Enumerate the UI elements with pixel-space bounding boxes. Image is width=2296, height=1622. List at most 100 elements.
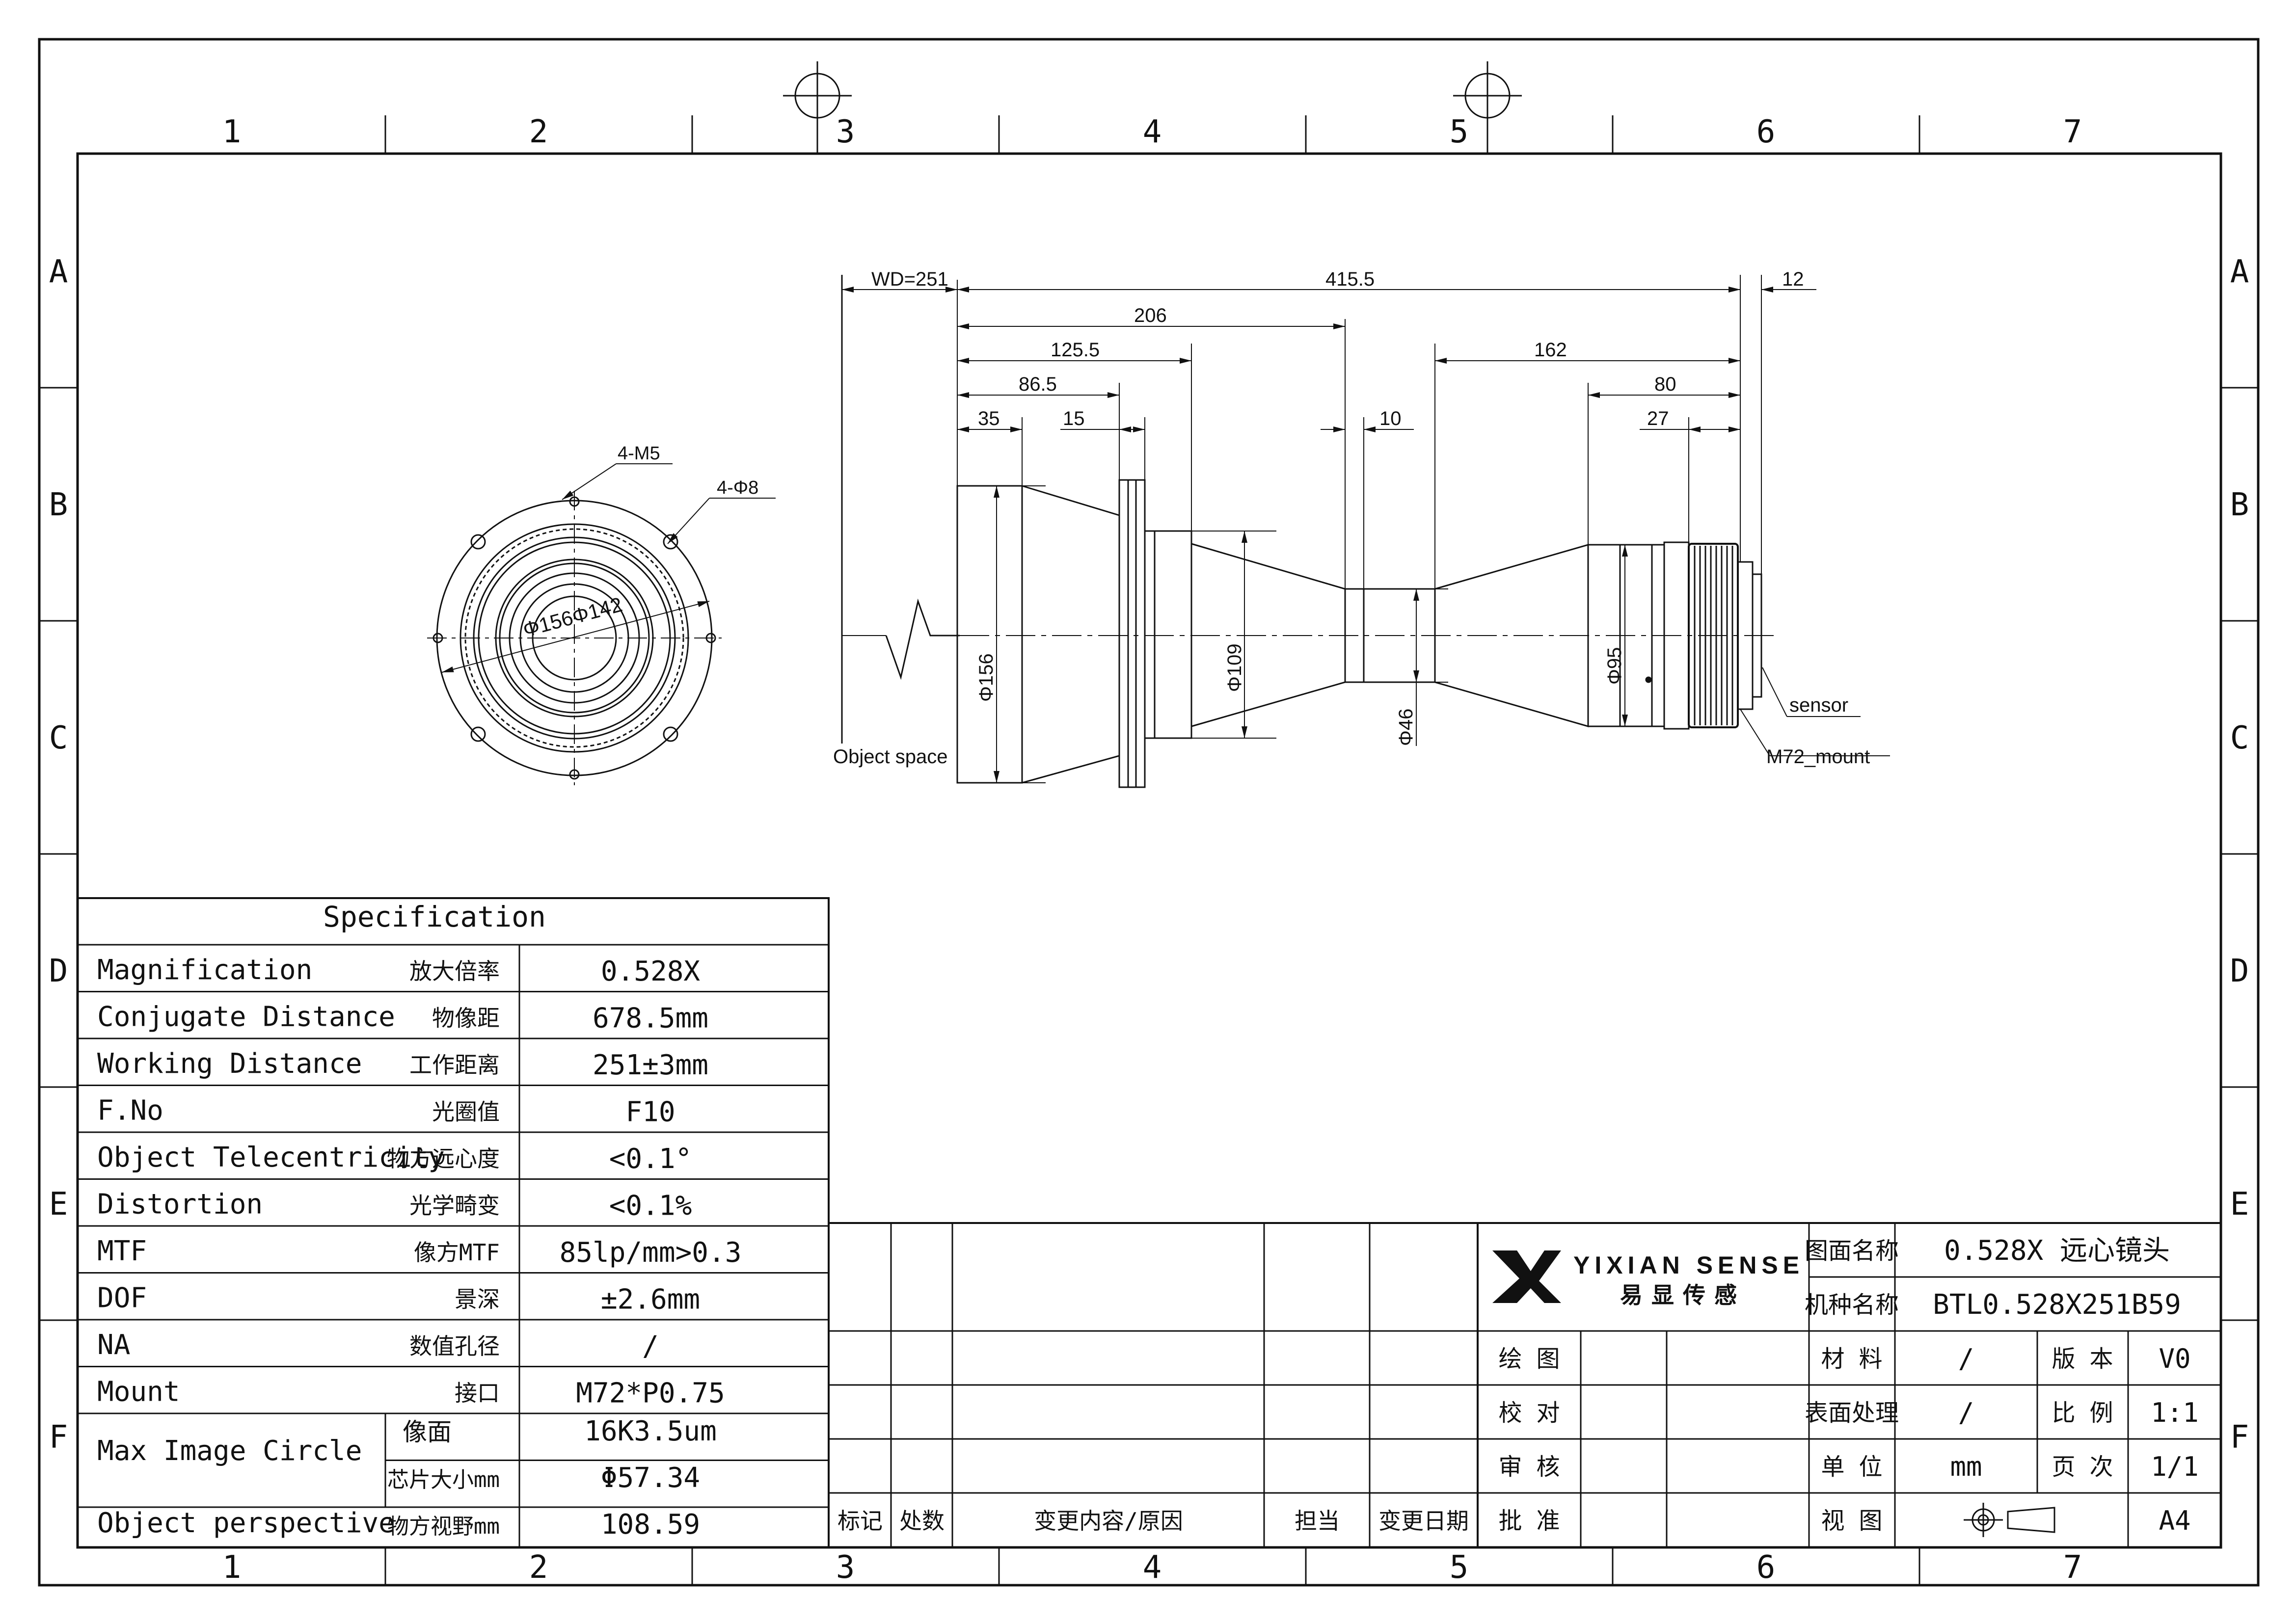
front-m5-label: 4-M5 bbox=[618, 443, 660, 464]
spec-label-cn: 物方远心度 bbox=[387, 1145, 500, 1172]
row-label: E bbox=[49, 1186, 68, 1223]
unit-label: 单 位 bbox=[1821, 1453, 1883, 1481]
spec-max-circle-cn2: 芯片大小mm bbox=[387, 1467, 500, 1492]
column-label: 6 bbox=[1756, 1549, 1776, 1586]
drawing-name: 0.528X 远心镜头 bbox=[1944, 1235, 2170, 1267]
centering-mark bbox=[783, 61, 1522, 154]
row-label: F bbox=[2230, 1419, 2249, 1456]
dim-27: 27 bbox=[1647, 408, 1669, 429]
row-label: D bbox=[49, 953, 68, 989]
spec-label-cn: 光学畸变 bbox=[409, 1193, 500, 1219]
material-value: / bbox=[1958, 1343, 1974, 1374]
spec-label-cn: 物像距 bbox=[432, 1005, 500, 1032]
revision-header: 担当 bbox=[1295, 1508, 1340, 1534]
dim-total-length: 415.5 bbox=[1325, 268, 1375, 290]
column-label: 7 bbox=[2063, 1549, 2082, 1586]
spec-title: Specification bbox=[323, 900, 546, 933]
spec-perspective-label: Object perspective bbox=[97, 1507, 395, 1539]
surface-label: 表面处理 bbox=[1805, 1399, 1899, 1427]
spec-label-cn: 接口 bbox=[455, 1380, 500, 1407]
page-value: 1/1 bbox=[2151, 1451, 2199, 1482]
column-label: 3 bbox=[836, 114, 855, 150]
spec-value: 0.528X bbox=[601, 956, 701, 987]
revision-header: 处数 bbox=[899, 1508, 945, 1534]
sign-label: 审 核 bbox=[1499, 1453, 1560, 1481]
spec-label-cn: 像方MTF bbox=[414, 1239, 500, 1266]
focus-ring-knurl bbox=[1694, 546, 1733, 725]
dim-10: 10 bbox=[1379, 408, 1402, 429]
front-phi8-label: 4-Φ8 bbox=[717, 478, 758, 498]
column-label: 4 bbox=[1143, 1549, 1162, 1586]
surface-value: / bbox=[1958, 1397, 1974, 1428]
unit-value: mm bbox=[1950, 1451, 1982, 1482]
dim-125-5: 125.5 bbox=[1051, 339, 1100, 361]
spec-max-circle-cn1: 像面 bbox=[403, 1418, 452, 1446]
spec-value: 85lp/mm>0.3 bbox=[560, 1237, 742, 1269]
row-label: A bbox=[49, 254, 68, 290]
spec-value: 251±3mm bbox=[593, 1049, 708, 1081]
spec-label: Object Telecentricity bbox=[97, 1142, 445, 1173]
revision-table bbox=[829, 1222, 1478, 1547]
spec-value: ±2.6mm bbox=[601, 1284, 700, 1316]
model-label: 机种名称 bbox=[1805, 1291, 1899, 1319]
spec-label-cn: 景深 bbox=[455, 1286, 500, 1313]
dim-15: 15 bbox=[1063, 408, 1085, 429]
dim-162: 162 bbox=[1534, 339, 1567, 361]
dim-dia-156: Φ156 bbox=[975, 653, 997, 702]
revision-header: 标记 bbox=[837, 1508, 883, 1534]
company-logo: YIXIAN SENSE 易显传感 bbox=[1492, 1250, 1804, 1308]
scale-value: 1:1 bbox=[2151, 1397, 2199, 1428]
drawing-name-label: 图面名称 bbox=[1805, 1237, 1899, 1265]
model-name: BTL0.528X251B59 bbox=[1933, 1289, 2181, 1321]
side-view-dimensions: WD=251 415.5 12 206 125.5 86.5 35 15 10 … bbox=[833, 268, 1870, 768]
row-label: C bbox=[2230, 720, 2249, 756]
spec-label: Conjugate Distance bbox=[97, 1001, 395, 1033]
spec-max-circle-label: Max Image Circle bbox=[97, 1435, 362, 1467]
row-label: B bbox=[2230, 487, 2249, 523]
sign-label: 绘 图 bbox=[1499, 1345, 1560, 1373]
spec-value: <0.1° bbox=[609, 1143, 692, 1175]
sign-label: 校 对 bbox=[1499, 1399, 1560, 1427]
column-label: 4 bbox=[1143, 114, 1162, 150]
dim-86-5: 86.5 bbox=[1019, 373, 1057, 395]
dim-working-distance: WD=251 bbox=[871, 268, 948, 290]
spec-perspective-val: 108.59 bbox=[601, 1509, 700, 1541]
spec-max-circle-val2: Φ57.34 bbox=[601, 1462, 700, 1494]
object-space-label: Object space bbox=[833, 746, 947, 768]
spec-value: 678.5mm bbox=[593, 1003, 708, 1035]
projection-symbol-icon bbox=[1964, 1503, 2055, 1537]
spec-label: Working Distance bbox=[97, 1048, 362, 1080]
column-label: 7 bbox=[2063, 114, 2082, 150]
revision-headers: 标记处数变更内容/原因担当变更日期 bbox=[837, 1508, 1469, 1534]
spec-value: M72*P0.75 bbox=[576, 1378, 725, 1409]
row-label: E bbox=[2230, 1186, 2249, 1223]
spec-label-cn: 数值孔径 bbox=[409, 1333, 500, 1359]
row-label: D bbox=[2230, 953, 2249, 989]
dim-flange-gap: 12 bbox=[1782, 268, 1804, 290]
front-view bbox=[427, 463, 776, 785]
drawing-frame bbox=[38, 38, 2260, 1587]
version-label: 版 本 bbox=[2052, 1345, 2113, 1373]
spec-label: Mount bbox=[97, 1376, 180, 1408]
spec-perspective-cn: 物方视野mm bbox=[387, 1514, 500, 1539]
spec-label: F.No bbox=[97, 1095, 163, 1127]
row-label: B bbox=[49, 487, 68, 523]
spec-max-circle-val1: 16K3.5um bbox=[584, 1415, 717, 1447]
spec-label: Distortion bbox=[97, 1189, 263, 1221]
spec-label: DOF bbox=[97, 1282, 147, 1314]
dim-206: 206 bbox=[1134, 305, 1167, 326]
paper-size: A4 bbox=[2159, 1505, 2190, 1536]
mount-hole bbox=[432, 496, 716, 780]
spec-label-cn: 放大倍率 bbox=[409, 958, 500, 984]
column-label: 2 bbox=[529, 1549, 548, 1586]
logo-text-en: YIXIAN SENSE bbox=[1573, 1251, 1804, 1279]
dim-dia-95: Φ95 bbox=[1604, 647, 1625, 685]
material-label: 材 料 bbox=[1821, 1345, 1883, 1373]
row-label: C bbox=[49, 720, 68, 756]
column-label: 5 bbox=[1450, 1549, 1469, 1586]
title-block: YIXIAN SENSE 易显传感 图面名称 0.528X 远心镜头 机种名称 … bbox=[1477, 1222, 2222, 1548]
column-label: 1 bbox=[222, 1549, 242, 1586]
